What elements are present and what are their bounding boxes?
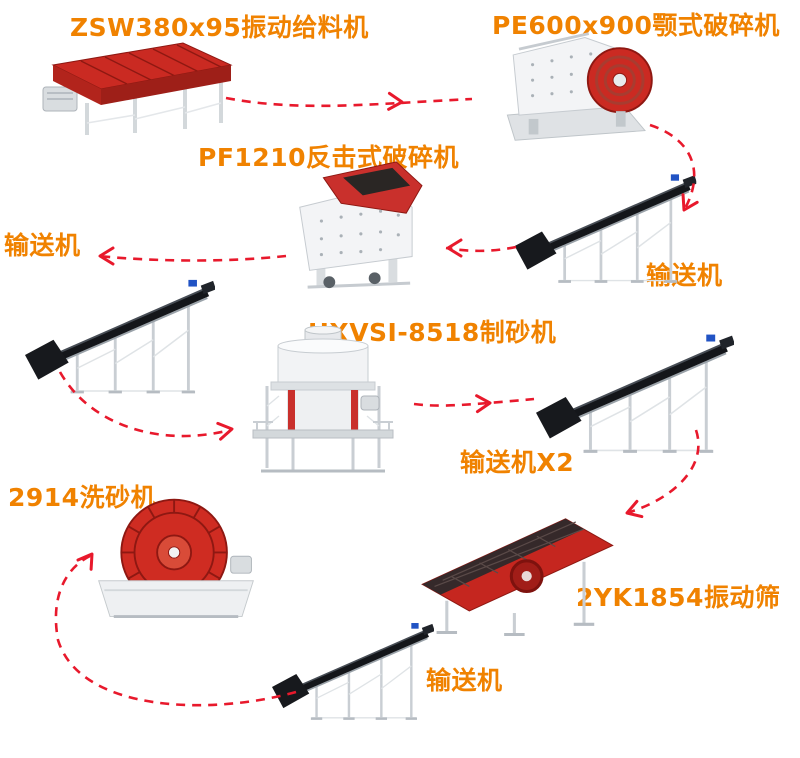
conveyor-left-image: [25, 270, 215, 400]
impact-crusher-label: PF1210反击式破碎机: [198, 143, 459, 172]
sand-washer-image: [85, 494, 267, 626]
arrow-sandmaker-to-x2: [413, 397, 535, 407]
jaw-crusher-label: PE600x900颚式破碎机: [492, 11, 780, 40]
arrow-conveyor-to-impact: [445, 245, 517, 253]
sand-maker-image: [233, 326, 413, 476]
vibrating-feeder-image: [35, 30, 235, 142]
arrow-impact-to-left-conveyor: [97, 254, 287, 262]
vibrating-screen-image: [412, 500, 627, 638]
conveyor-bottom-image: [272, 604, 434, 736]
vibrating-screen-label: 2YK1854振动筛: [576, 583, 781, 612]
conveyor-x2-image: [536, 326, 734, 458]
conveyor-x2-label: 输送机X2: [460, 448, 575, 477]
impact-crusher-image: [270, 156, 432, 294]
jaw-crusher-image: [496, 22, 668, 148]
conveyor-bottom-label: 输送机: [426, 666, 503, 695]
conveyor-right-image: [508, 168, 703, 286]
sand-washer-label: 2914洗砂机: [8, 483, 157, 512]
conveyor-left-label: 输送机: [4, 231, 81, 260]
arrow-feeder-to-jaw: [225, 96, 473, 108]
conveyor-right-label: 输送机: [646, 261, 723, 290]
feeder-label: ZSW380x95振动给料机: [70, 13, 369, 42]
